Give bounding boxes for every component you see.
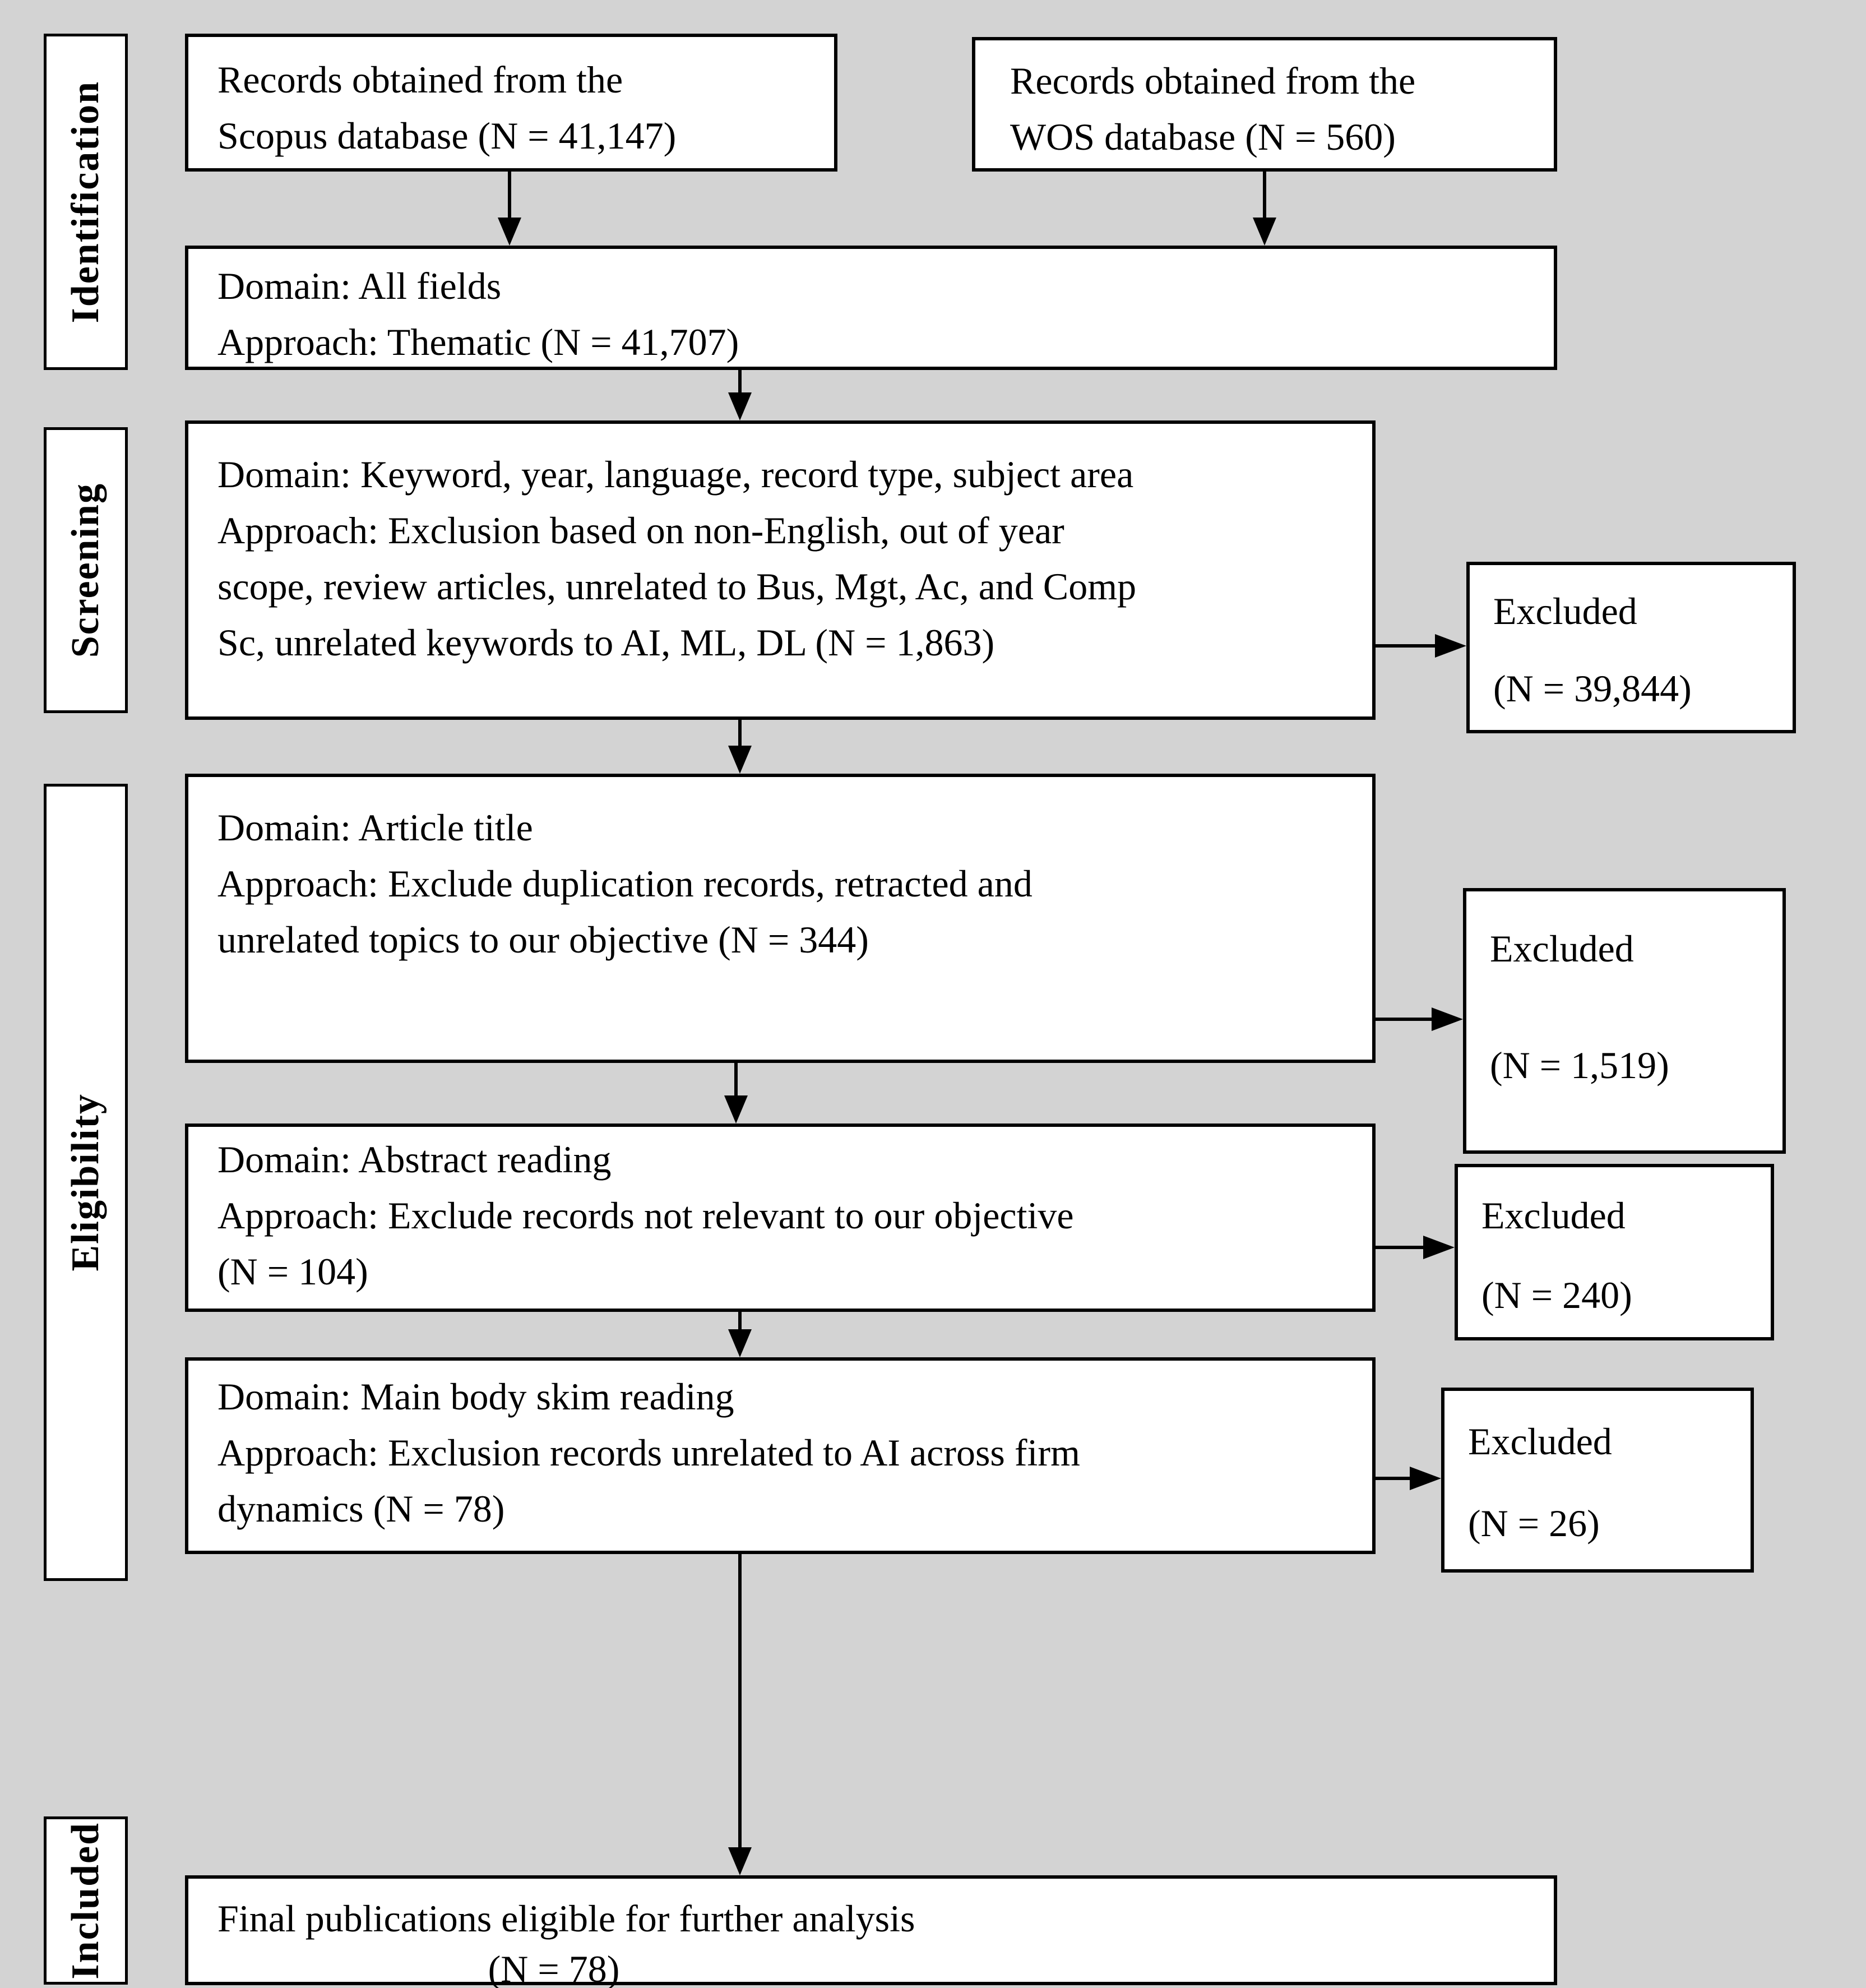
box-abstract-line2: Approach: Exclude records not relevant t… <box>217 1194 1074 1237</box>
arrowhead-merge-to-screening <box>728 392 752 420</box>
box-final-included: Final publications eligible for further … <box>185 1875 1557 1988</box>
arrowhead-article-to-excluded <box>1432 1007 1463 1031</box>
box-mainbody-line1: Domain: Main body skim reading <box>217 1375 734 1418</box>
excluded-main-title: Excluded <box>1468 1420 1612 1463</box>
box-screening-criteria: Domain: Keyword, year, language, record … <box>185 420 1376 720</box>
arrow-scopus-to-merge <box>508 172 511 222</box>
box-scopus-line1: Records obtained from the <box>217 58 623 101</box>
box-abstract-line3: (N = 104) <box>217 1250 368 1293</box>
arrow-mainbody-to-excluded <box>1376 1477 1411 1480</box>
stage-label-included: Included <box>44 1816 128 1985</box>
box-main-body: Domain: Main body skim reading Approach:… <box>185 1357 1376 1554</box>
arrow-wos-to-merge <box>1263 172 1266 222</box>
box-excluded-main: Excluded (N = 26) <box>1441 1388 1754 1573</box>
arrow-article-to-excluded <box>1376 1018 1434 1021</box>
excluded-abstract-title: Excluded <box>1481 1194 1626 1237</box>
box-article-line1: Domain: Article title <box>217 806 533 849</box>
box-wos-records: Records obtained from the WOS database (… <box>972 37 1557 172</box>
excluded-article-count: (N = 1,519) <box>1490 1044 1669 1087</box>
arrow-merge-to-screening <box>738 370 742 397</box>
box-scopus-line2: Scopus database (N = 41,147) <box>217 114 677 157</box>
stage-label-included-text: Included <box>64 1821 107 1980</box>
box-excluded-article: Excluded (N = 1,519) <box>1463 888 1786 1154</box>
box-article-line3: unrelated topics to our objective (N = 3… <box>217 918 869 961</box>
box-screening-line2: Approach: Exclusion based on non-English… <box>217 509 1064 552</box>
excluded-screening-count: (N = 39,844) <box>1493 667 1692 710</box>
box-final-line1: Final publications eligible for further … <box>217 1897 915 1940</box>
arrow-abstract-to-mainbody <box>738 1312 742 1333</box>
arrowhead-mainbody-to-final <box>728 1847 752 1875</box>
arrowhead-wos-to-merge <box>1253 218 1276 246</box>
stage-label-identification: Identification <box>44 34 128 370</box>
box-article-title: Domain: Article title Approach: Exclude … <box>185 774 1376 1063</box>
arrowhead-abstract-to-excluded <box>1423 1236 1455 1259</box>
stage-label-identification-text: Identification <box>64 80 107 323</box>
box-abstract-reading: Domain: Abstract reading Approach: Exclu… <box>185 1124 1376 1312</box>
box-mainbody-line3: dynamics (N = 78) <box>217 1487 505 1530</box>
arrow-article-to-abstract <box>734 1063 738 1099</box>
arrowhead-screening-to-article <box>728 746 752 774</box>
box-abstract-line1: Domain: Abstract reading <box>217 1138 612 1181</box>
box-mainbody-line2: Approach: Exclusion records unrelated to… <box>217 1431 1080 1474</box>
stage-label-screening-text: Screening <box>64 482 107 658</box>
arrowhead-scopus-to-merge <box>498 218 521 246</box>
box-scopus-records: Records obtained from the Scopus databas… <box>185 34 837 172</box>
box-wos-line1: Records obtained from the <box>1010 59 1416 102</box>
excluded-screening-title: Excluded <box>1493 590 1637 632</box>
excluded-abstract-count: (N = 240) <box>1481 1274 1632 1316</box>
excluded-article-title: Excluded <box>1490 927 1634 970</box>
box-domain-all-line2: Approach: Thematic (N = 41,707) <box>217 321 739 363</box>
box-screening-line3: scope, review articles, unrelated to Bus… <box>217 565 1137 608</box>
arrowhead-article-to-abstract <box>724 1095 748 1124</box>
arrowhead-abstract-to-mainbody <box>728 1329 752 1357</box>
box-domain-all-fields: Domain: All fields Approach: Thematic (N… <box>185 246 1557 370</box>
stage-label-eligibility-text: Eligibility <box>64 1093 107 1272</box>
stage-label-eligibility: Eligibility <box>44 784 128 1581</box>
arrow-screening-to-article <box>738 720 742 749</box>
box-excluded-abstract: Excluded (N = 240) <box>1455 1164 1774 1340</box>
box-screening-line4: Sc, unrelated keywords to AI, ML, DL (N … <box>217 621 995 664</box>
arrowhead-screening-to-excluded <box>1435 634 1466 658</box>
box-article-line2: Approach: Exclude duplication records, r… <box>217 862 1032 905</box>
stage-label-screening: Screening <box>44 427 128 713</box>
box-screening-line1: Domain: Keyword, year, language, record … <box>217 453 1134 496</box>
arrowhead-mainbody-to-excluded <box>1410 1467 1441 1490</box>
arrow-screening-to-excluded <box>1376 644 1437 648</box>
arrow-abstract-to-excluded <box>1376 1246 1425 1249</box>
excluded-main-count: (N = 26) <box>1468 1502 1600 1545</box>
box-wos-line2: WOS database (N = 560) <box>1010 115 1396 158</box>
box-excluded-screening: Excluded (N = 39,844) <box>1466 562 1796 733</box>
box-domain-all-line1: Domain: All fields <box>217 265 502 307</box>
arrow-mainbody-to-final <box>738 1554 742 1850</box>
box-final-line2: (N = 78) <box>488 1948 620 1988</box>
